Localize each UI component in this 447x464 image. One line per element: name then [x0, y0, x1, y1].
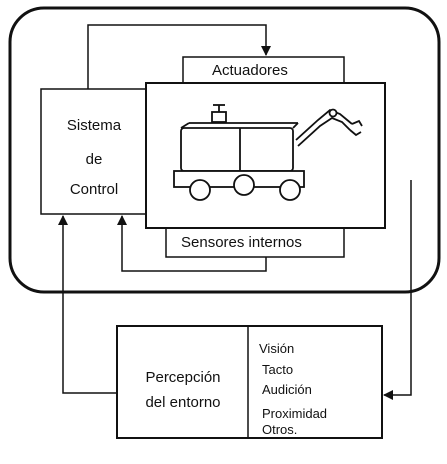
sensor-type-item: Audición: [262, 382, 312, 397]
sensor-type-item: Otros.: [262, 422, 298, 437]
perception-box: [116, 325, 383, 439]
perception-label-line2: del entorno: [145, 394, 221, 411]
arrow-robot-to-perception: [383, 180, 412, 400]
arrow-control-to-actuators: [87, 24, 271, 89]
control-system-label-line2: de: [85, 151, 103, 168]
perception-label-line1: Percepción: [145, 369, 221, 386]
internal-sensors-box: [165, 227, 345, 258]
sensor-type-item: Tacto: [262, 362, 294, 377]
internal-sensors-label: Sensores internos: [181, 234, 302, 251]
robot-boundary: [8, 6, 441, 294]
mobile-robot-with-arm-icon: [173, 104, 363, 201]
control-system-label-line3: Control: [69, 181, 119, 198]
sensor-type-item: Proximidad: [262, 406, 328, 421]
sensor-type-item: Visión: [259, 341, 295, 356]
actuators-label: Actuadores: [212, 62, 288, 79]
arrow-sensors-to-control: [117, 215, 267, 272]
robot-box: [145, 82, 386, 229]
control-system-label-line1: Sistema: [66, 117, 122, 134]
arrow-perception-to-control: [58, 215, 117, 394]
